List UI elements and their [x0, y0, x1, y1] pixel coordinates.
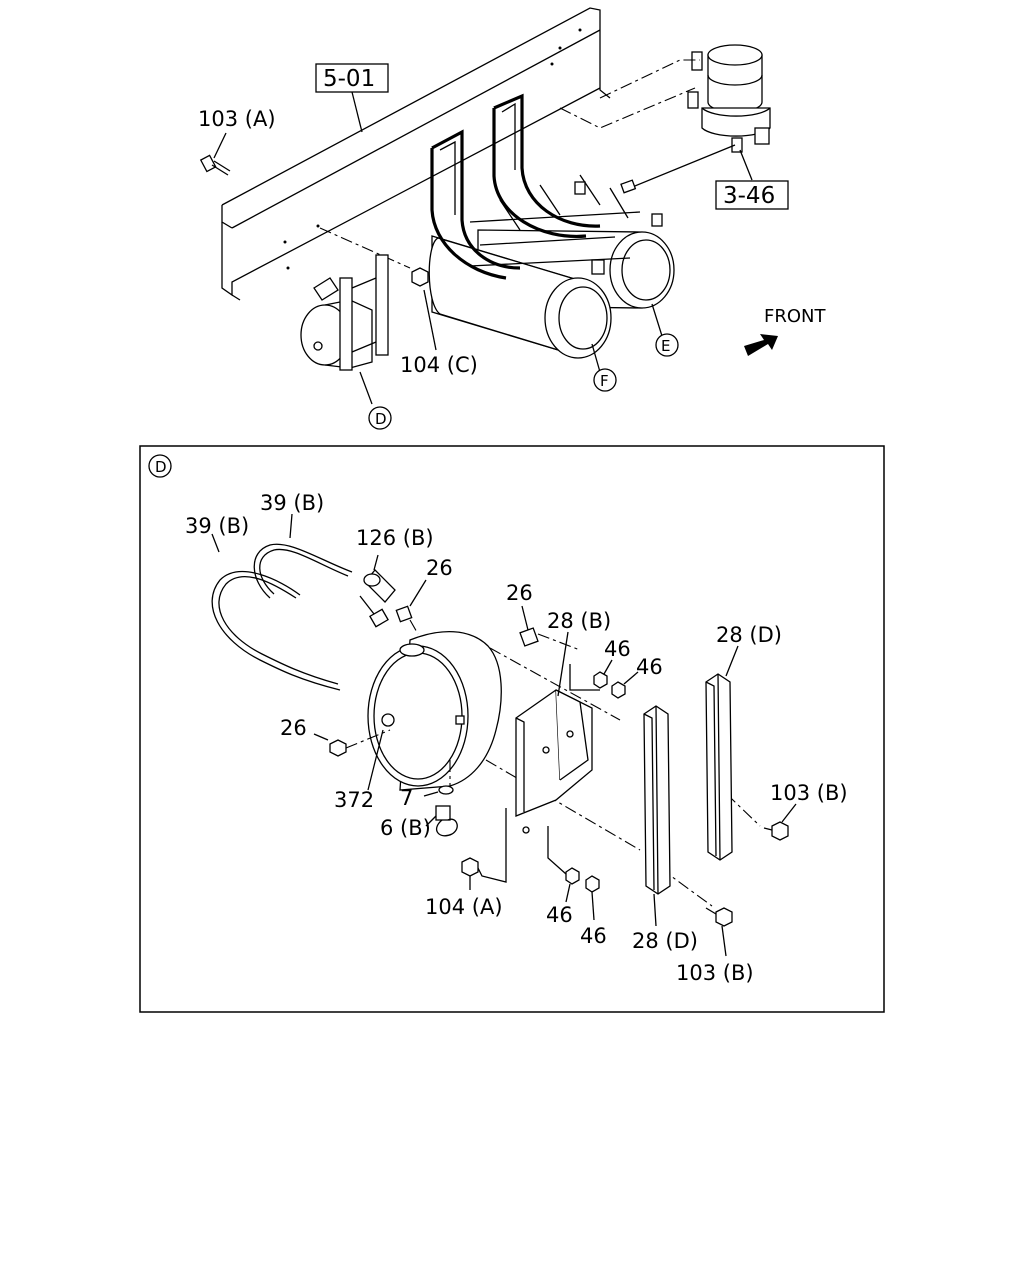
channel-28d-bottom-label: 28 (D)	[632, 929, 698, 953]
connector-126b: 126 (B)	[356, 526, 434, 628]
detail-circle-label: D	[155, 458, 167, 476]
overview-section: 5-01 103 (A) 104 (C)	[198, 7, 826, 430]
dryer-ref-label: 3-46	[723, 183, 775, 209]
bolt-103b-right-label: 103 (B)	[770, 781, 848, 805]
plug-26-left-label: 26	[280, 716, 307, 740]
detail-d-panel: D 39 (B) 39 (B) 126 (B) 26	[139, 445, 885, 1013]
washer-7-label: 7	[400, 786, 413, 810]
plug-26-top: 26	[395, 556, 453, 623]
nut-46-d: 46	[580, 875, 607, 948]
bolt-103a-label: 103 (A)	[198, 107, 276, 131]
nut-46-c: 46	[546, 826, 580, 927]
front-label: FRONT	[764, 306, 826, 327]
tank-372-label: 372	[334, 788, 374, 812]
drain-6b: 6 (B)	[380, 805, 458, 840]
overview-tanks-ef: F E	[428, 93, 679, 392]
nut-104c: 104 (C)	[400, 267, 478, 377]
bracket-28b-label: 28 (B)	[547, 609, 611, 633]
bolt-103b-right: 103 (B)	[763, 781, 848, 841]
circle-d-label: D	[375, 410, 387, 428]
plug-26-mid: 26	[506, 581, 539, 647]
nut-104c-label: 104 (C)	[400, 353, 478, 377]
pipe-39b-left-label: 39 (B)	[185, 514, 249, 538]
circle-f-label: F	[600, 372, 609, 390]
nut-46-a: 46	[593, 637, 631, 689]
pipes-39b: 39 (B) 39 (B)	[185, 491, 353, 691]
nut-46-c-label: 46	[546, 903, 573, 927]
drain-6b-label: 6 (B)	[380, 816, 431, 840]
frame-rail	[221, 7, 611, 301]
nut-46-b: 46	[611, 655, 663, 699]
bolt-103b-bottom: 103 (B)	[676, 907, 754, 985]
overview-dryer: 3-46	[559, 44, 789, 210]
front-indicator: FRONT	[744, 306, 826, 356]
bolt-103a: 103 (A)	[198, 107, 276, 176]
channel-28d-bottom: 28 (D)	[632, 705, 698, 953]
channel-28d-right: 28 (D)	[705, 623, 782, 861]
plug-26-top-label: 26	[426, 556, 453, 580]
frame-ref-label: 5-01	[323, 66, 375, 92]
channel-28d-right-label: 28 (D)	[716, 623, 782, 647]
nut-104a: 104 (A)	[425, 808, 507, 919]
bolt-103b-bottom-label: 103 (B)	[676, 961, 754, 985]
circle-e-label: E	[661, 337, 670, 355]
nut-104a-label: 104 (A)	[425, 895, 503, 919]
connector-126b-label: 126 (B)	[356, 526, 434, 550]
frame-ref: 5-01	[315, 63, 389, 133]
overview-tank-d: D	[300, 254, 392, 430]
washer-7: 7	[400, 785, 454, 810]
nut-46-d-label: 46	[580, 924, 607, 948]
tank-372: 372	[334, 631, 502, 812]
nut-46-a-label: 46	[604, 637, 631, 661]
pipe-39b-upper-label: 39 (B)	[260, 491, 324, 515]
nut-46-b-label: 46	[636, 655, 663, 679]
plug-26-mid-label: 26	[506, 581, 533, 605]
plug-26-left: 26	[280, 716, 347, 757]
bracket-28b: 28 (B)	[515, 609, 611, 834]
